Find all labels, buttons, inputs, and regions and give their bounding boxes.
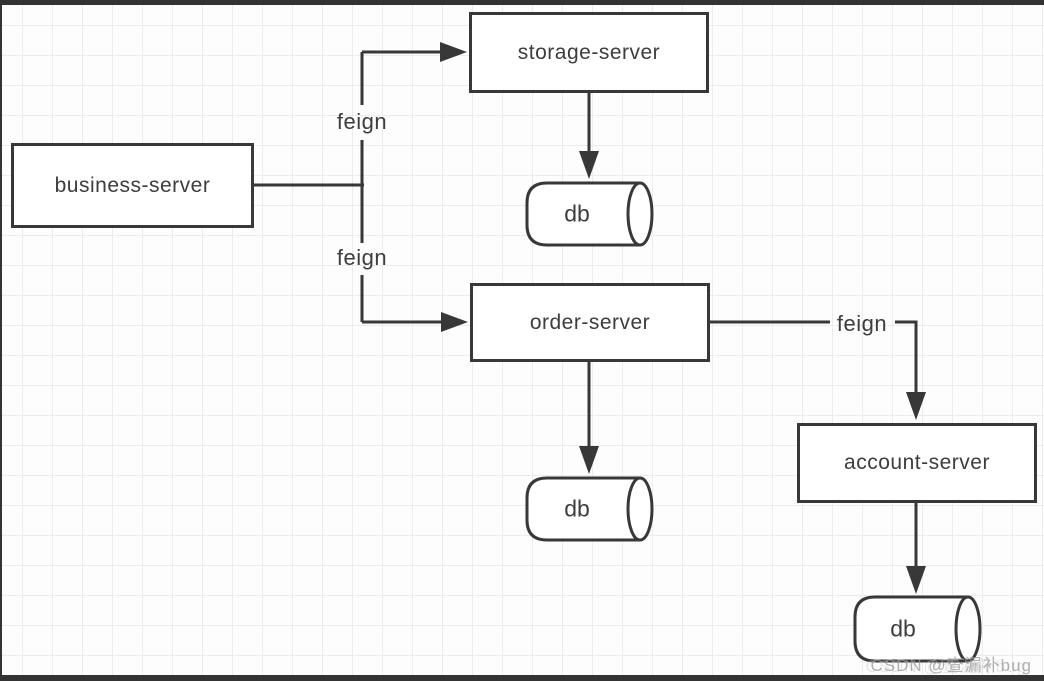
edge-label-feign-storage: feign xyxy=(336,109,388,134)
node-business-server: business-server xyxy=(11,143,254,228)
node-account-server: account-server xyxy=(797,423,1037,503)
node-business-server-label: business-server xyxy=(54,173,211,197)
edge-label-feign-order: feign xyxy=(336,245,388,270)
frame-bar-top xyxy=(0,0,1044,5)
arrowhead-account-db xyxy=(906,566,926,594)
frame-bar-bottom xyxy=(0,675,1044,681)
arrowhead-order-db xyxy=(579,446,599,474)
arrowhead-to-account xyxy=(906,392,926,420)
frame-bar-left xyxy=(0,0,2,681)
storage-db-label: db xyxy=(564,200,590,227)
account-db-label: db xyxy=(890,615,916,642)
edge-order-account-line xyxy=(710,320,918,394)
account-db-cylinder-body xyxy=(853,595,968,663)
order-db-cylinder-body xyxy=(525,476,640,542)
storage-db-cylinder-cap xyxy=(626,181,654,247)
order-db-cylinder-cap xyxy=(626,476,654,542)
node-storage-server: storage-server xyxy=(469,12,709,93)
arrowhead-to-order xyxy=(441,312,468,332)
node-account-server-label: account-server xyxy=(844,451,990,474)
arrowhead-to-storage xyxy=(440,42,467,62)
node-order-server-label: order-server xyxy=(529,310,651,334)
storage-db-cylinder-body xyxy=(525,181,640,247)
arrowhead-storage-db xyxy=(579,151,599,179)
order-db-label: db xyxy=(564,495,590,522)
account-db-cylinder-cap xyxy=(954,595,982,663)
node-order-server: order-server xyxy=(470,283,710,362)
csdn-watermark: CSDN @查漏补bug xyxy=(870,656,1032,675)
edge-label-feign-account: feign xyxy=(836,311,888,336)
node-storage-server-label: storage-server xyxy=(517,40,661,64)
